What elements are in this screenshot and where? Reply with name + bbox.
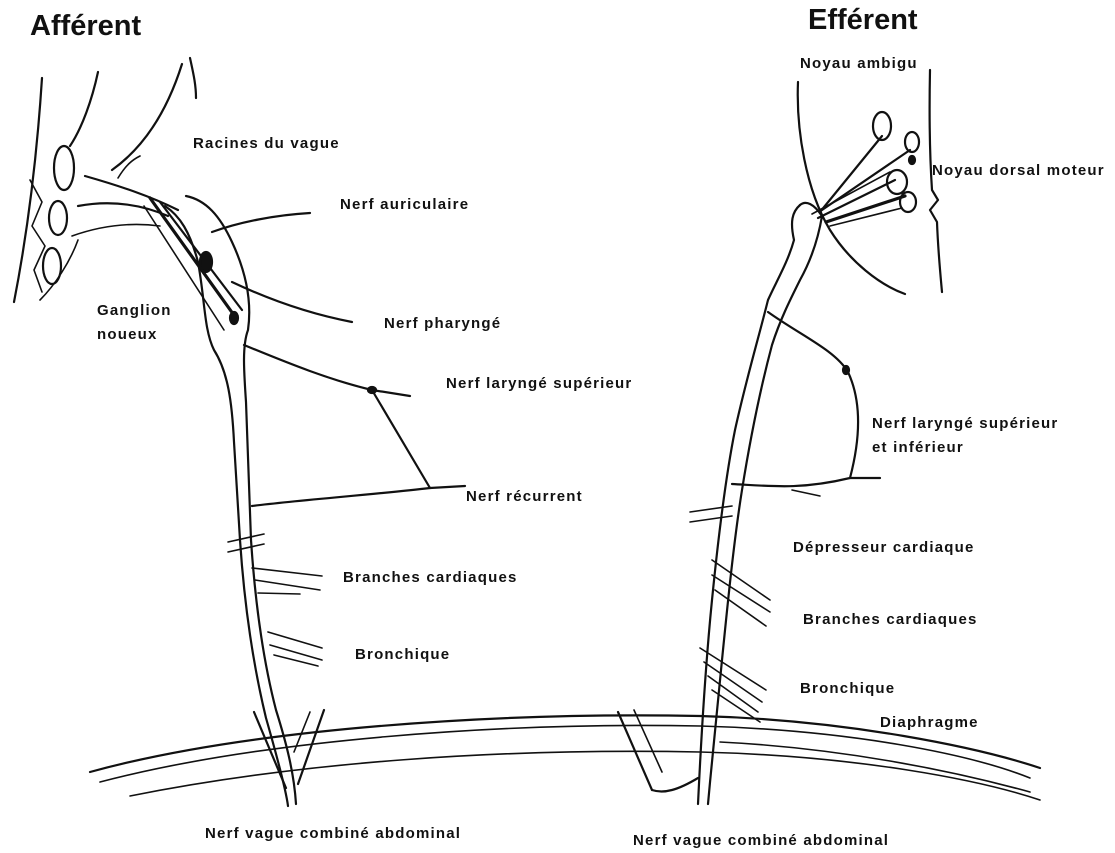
label-branches-cardiaques-right: Branches cardiaques — [803, 612, 978, 628]
vagus-root-4 — [118, 156, 140, 178]
skull-inner-outline-left — [70, 72, 98, 146]
label-abdominal-right: Nerf vague combiné abdominal — [633, 833, 889, 849]
label-nerf-larynge-superieur-left: Nerf laryngé supérieur — [446, 376, 632, 392]
trunk-break-mark-left-1 — [228, 534, 264, 542]
label-abdominal-left: Nerf vague combiné abdominal — [205, 826, 461, 842]
label-ganglion: Ganglion — [97, 303, 172, 319]
label-branches-cardiaques-left: Branches cardiaques — [343, 570, 518, 586]
label-bronchique-right: Bronchique — [800, 681, 895, 697]
nerf-larynge-sup-inf-branch — [768, 312, 858, 478]
label-nerf-recurrent: Nerf récurrent — [466, 489, 583, 505]
label-noueux: noueux — [97, 327, 158, 343]
efferent-fiber-6 — [812, 172, 890, 214]
cardiac-branch-left-2 — [255, 580, 320, 590]
midline-outline-right — [930, 70, 942, 292]
fork-right-join — [652, 778, 698, 792]
depresseur-branch-b — [792, 490, 820, 496]
label-nerf-larynge-right-line2: et inférieur — [872, 440, 964, 456]
label-racines-du-vague: Racines du vague — [193, 136, 340, 152]
noyau-dorsal-nucleus-2 — [900, 192, 916, 212]
oval-structure-3 — [43, 248, 61, 284]
label-nerf-larynge-right-line1: Nerf laryngé supérieur — [872, 416, 1058, 432]
cardiac-branch-right-3 — [715, 590, 766, 626]
nerf-larynge-superieur-branch — [244, 345, 410, 396]
trunk-break-mark-right-2 — [690, 516, 732, 522]
ganglion-cell — [200, 252, 212, 272]
nucleus-small-1 — [905, 132, 919, 152]
label-noyau-dorsal-moteur: Noyau dorsal moteur — [932, 163, 1105, 179]
vagus-root-3 — [72, 224, 160, 236]
trunk-break-mark-right-1 — [690, 506, 732, 512]
vagus-trunk-left-contour-a — [165, 206, 288, 806]
bronchial-branch-left-1 — [268, 632, 322, 648]
efferent-title: Efférent — [808, 4, 918, 36]
label-nerf-auriculaire: Nerf auriculaire — [340, 197, 469, 213]
label-noyau-ambigu: Noyau ambigu — [800, 56, 918, 72]
cardiac-branch-left-1 — [252, 568, 322, 576]
nucleus-dot — [909, 156, 915, 164]
afferent-drawing — [14, 58, 465, 806]
nerf-recurrent-branch — [252, 486, 465, 506]
fork-right-arm-b — [634, 710, 662, 772]
bronchial-branch-left-2 — [270, 645, 322, 660]
larynge-recurrent-connector — [372, 390, 430, 488]
brainstem-edge-left — [190, 58, 196, 98]
skull-outline-left — [14, 78, 42, 302]
label-depresseur-cardiaque: Dépresseur cardiaque — [793, 540, 975, 556]
diaphragm-line-3 — [130, 751, 1040, 800]
skull-lower-curve — [40, 240, 78, 300]
larynge-right-dot — [843, 366, 849, 374]
cardiac-branch-left-3 — [258, 593, 300, 594]
afferent-title: Afférent — [30, 10, 141, 42]
label-nerf-pharynge: Nerf pharyngé — [384, 316, 501, 332]
label-bronchique-left: Bronchique — [355, 647, 450, 663]
label-diaphragme: Diaphragme — [880, 715, 979, 731]
oval-structure-1 — [54, 146, 74, 190]
ganglion-cell-2 — [230, 312, 238, 324]
oval-structure-2 — [49, 201, 67, 235]
ganglion-fiber-1 — [150, 198, 236, 318]
brainstem-outline-left — [112, 64, 182, 170]
trunk-break-mark-left-2 — [228, 544, 264, 552]
nerf-auriculaire-branch — [212, 213, 310, 232]
skull-base-zigzag — [30, 180, 45, 292]
depresseur-branch-a — [732, 478, 880, 486]
bronchial-branch-right-1 — [700, 648, 766, 690]
fork-left-arm-b — [298, 710, 324, 784]
